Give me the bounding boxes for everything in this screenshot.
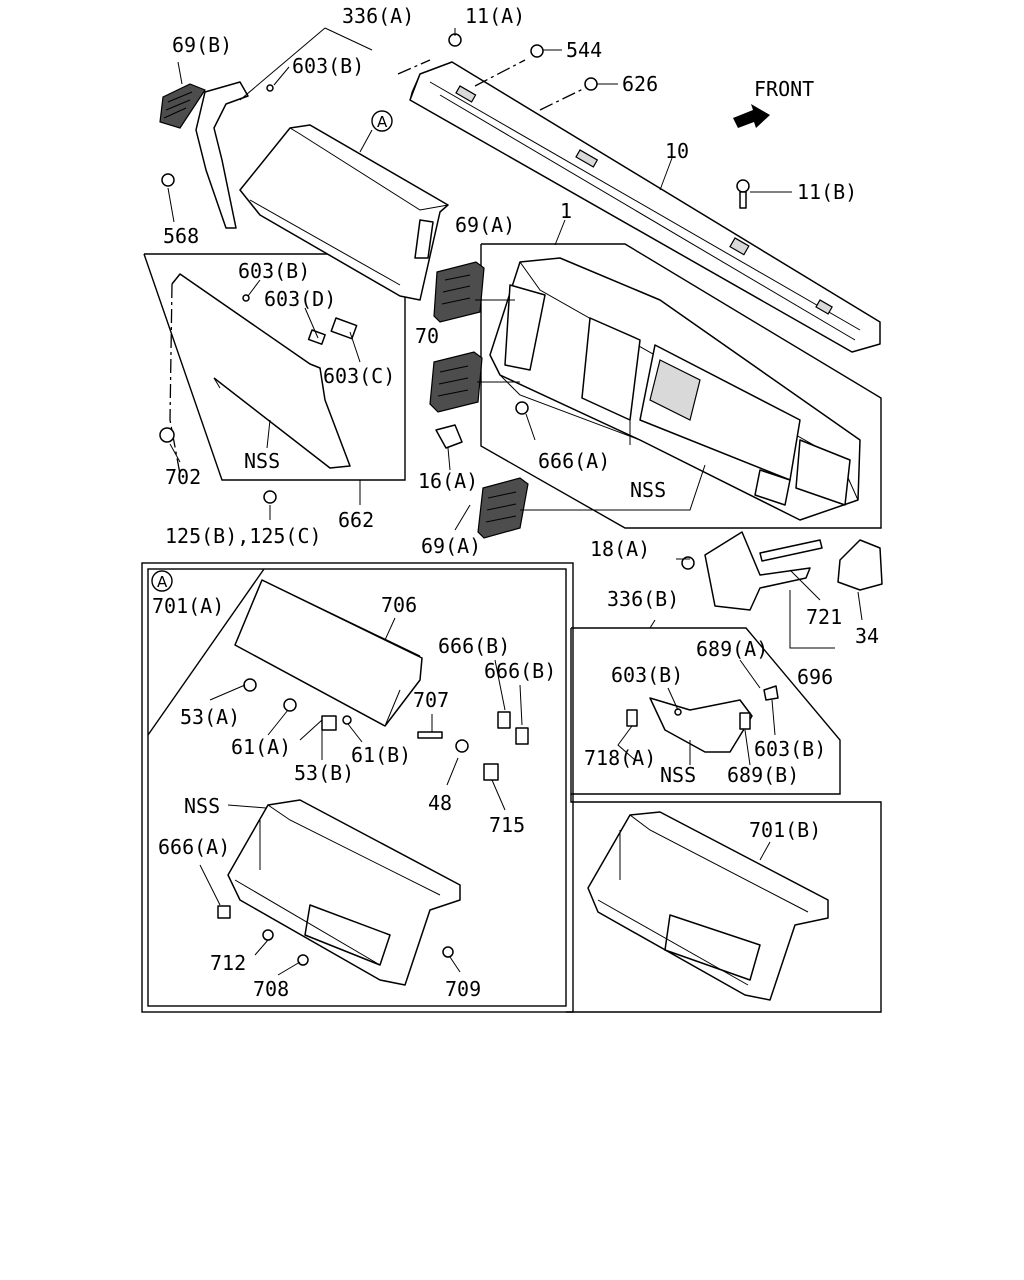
callout-1: 1: [560, 199, 572, 223]
trim-336b: [649, 697, 753, 753]
callout-53a: 53(A): [180, 705, 240, 729]
callout-721: 721: [806, 605, 842, 629]
detail-marker-a-top: A: [371, 110, 393, 132]
callout-16a: 16(A): [418, 469, 478, 493]
side-strip-721: [759, 539, 823, 562]
bin-701a: [227, 799, 461, 986]
clip-718a: [626, 709, 638, 727]
callout-336b: 336(B): [607, 587, 679, 611]
callout-34: 34: [855, 624, 879, 648]
callout-nss-dash: NSS: [630, 478, 666, 502]
side-trim-336a: [195, 81, 249, 229]
callout-nss-lid: NSS: [244, 449, 280, 473]
callout-702: 702: [165, 465, 201, 489]
callout-603b-top: 603(B): [292, 54, 364, 78]
callout-336a: 336(A): [342, 4, 414, 28]
callout-69b: 69(B): [172, 33, 232, 57]
vent-69a-upper: [433, 261, 485, 323]
callout-48: 48: [428, 791, 452, 815]
callout-709: 709: [445, 977, 481, 1001]
callout-718a: 718(A): [584, 746, 656, 770]
callout-701b: 701(B): [749, 818, 821, 842]
detail-marker-a: A: [151, 570, 173, 592]
leader-lines: [167, 27, 863, 976]
clip-689b: [739, 712, 751, 730]
callout-603c: 603(C): [323, 364, 395, 388]
callout-662: 662: [338, 508, 374, 532]
front-arrow-icon: [733, 104, 770, 128]
callout-666b-1: 666(B): [438, 634, 510, 658]
callout-69a-upper: 69(A): [455, 213, 515, 237]
svg-text:A: A: [377, 113, 388, 131]
callout-125b-125c: 125(B),125(C): [165, 524, 322, 548]
callout-69a-lower: 69(A): [421, 534, 481, 558]
vent-69a-lower: [477, 477, 529, 539]
vent-69b: [159, 83, 206, 129]
callout-666a-bin: 666(A): [158, 835, 230, 859]
fasteners: [159, 33, 779, 966]
callout-626: 626: [622, 72, 658, 96]
callout-11b: 11(B): [797, 180, 857, 204]
callout-568: 568: [163, 224, 199, 248]
bin-701b: [587, 811, 829, 1001]
svg-text:A: A: [157, 573, 168, 591]
callout-11a: 11(A): [465, 4, 525, 28]
callout-61a: 61(A): [231, 735, 291, 759]
label-front: FRONT: [754, 77, 814, 101]
callout-706: 706: [381, 593, 417, 617]
part-shapes: [159, 33, 883, 1001]
frame-lines: [141, 243, 882, 1013]
glovebox-lid-upper: [239, 124, 449, 301]
side-cap-34: [837, 539, 883, 591]
callout-603d: 603(D): [264, 287, 336, 311]
upper-dash-panel: [397, 59, 881, 353]
vent-70: [429, 351, 483, 413]
callout-18a: 18(A): [590, 537, 650, 561]
callout-715: 715: [489, 813, 525, 837]
callout-70: 70: [415, 324, 439, 348]
callout-10: 10: [665, 139, 689, 163]
callout-701a: 701(A): [152, 594, 224, 618]
glovebox-panel-662: [169, 273, 351, 475]
callout-61b: 61(B): [351, 743, 411, 767]
callout-544: 544: [566, 38, 602, 62]
callout-nss-bin: NSS: [184, 794, 220, 818]
callout-603b-box2: 603(B): [754, 737, 826, 761]
callout-666a-upper: 666(A): [538, 449, 610, 473]
callout-708: 708: [253, 977, 289, 1001]
callout-666b-2: 666(B): [484, 659, 556, 683]
trim-696: [704, 531, 811, 611]
callout-603b-box: 603(B): [611, 663, 683, 687]
callout-696: 696: [797, 665, 833, 689]
callout-nss-box: NSS: [660, 763, 696, 787]
callout-707: 707: [413, 688, 449, 712]
lid-706: [234, 579, 423, 727]
callout-712: 712: [210, 951, 246, 975]
main-dash-frame: [489, 257, 861, 521]
callout-603b-mid: 603(B): [238, 259, 310, 283]
callout-689b: 689(B): [727, 763, 799, 787]
callout-labels: FRONT 336(A) 11(A) 69(B) 603(B) 544 626 …: [151, 4, 879, 1001]
callout-53b: 53(B): [294, 761, 354, 785]
callout-689a: 689(A): [696, 637, 768, 661]
